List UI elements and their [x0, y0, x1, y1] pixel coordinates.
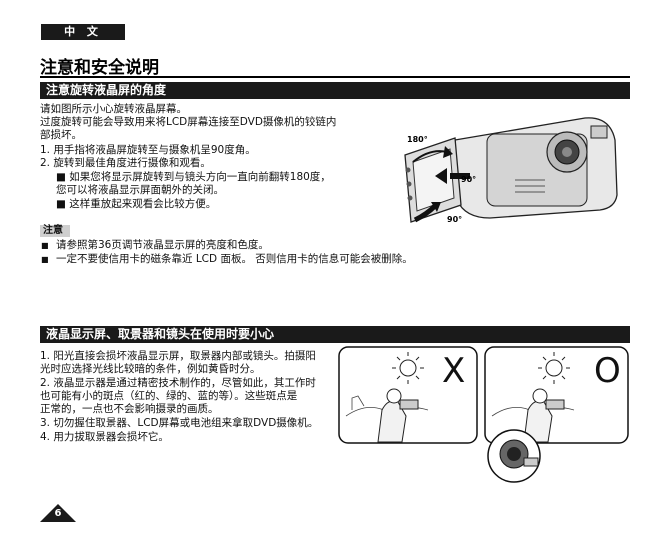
note-bullet-2: ■ — [41, 255, 49, 264]
note-item-1: 请参照第36页调节液晶显示屏的亮度和色度。 — [56, 239, 269, 251]
wrong-mark: X — [442, 351, 465, 391]
intro-line-1: 请如图所示小心旋转液晶屏幕。 — [40, 103, 187, 115]
page-number: 6 — [54, 508, 62, 519]
language-tab: 中 文 — [41, 24, 125, 40]
wrong-sun-illustration: X — [338, 346, 478, 444]
step-item-2: 2. 旋转到最佳角度进行摄像和观看。 — [40, 157, 211, 169]
angle-90-bottom-label: 90° — [447, 215, 462, 224]
note-label: 注意 — [40, 225, 70, 237]
intro-line-2: 过度旋转可能会导致用来将LCD屏幕连接至DVD摄像机的铰链内 — [40, 116, 337, 128]
care-item-2-cont-b: 正常的，一点也不会影响摄录的画质。 — [40, 403, 219, 415]
sub-item-2: ■ 这样重放起来观看会比较方便。 — [56, 198, 217, 210]
care-item-3: 3. 切勿握住取景器、LCD屏幕或电池组来拿取DVD摄像机。 — [40, 417, 319, 429]
camcorder-rotation-illustration: 180° 90° 90° — [404, 117, 618, 224]
care-item-1-cont: 光时应选择光线比较暗的条件，例如黄昏时分。 — [40, 363, 261, 375]
correct-sun-illustration: O — [484, 346, 629, 483]
care-item-4: 4. 用力拔取景器会损坏它。 — [40, 431, 169, 443]
note-item-2: 一定不要使信用卡的磁条靠近 LCD 面板。 否则信用卡的信息可能会被删除。 — [56, 253, 413, 265]
page-title: 注意和安全说明 — [40, 58, 159, 78]
step-item-1: 1. 用手指将液晶屏旋转至与摄象机呈90度角。 — [40, 144, 256, 156]
title-divider — [40, 76, 630, 78]
note-bullet-1: ■ — [41, 241, 49, 250]
angle-90-right-label: 90° — [461, 175, 476, 184]
section-heading-lcd-care: 液晶显示屏、取景器和镜头在使用时要小心 — [40, 326, 630, 343]
page-number-badge: 6 — [40, 504, 76, 522]
care-item-2-cont-a: 也可能有小的斑点（红的、绿的、蓝的等）。这些斑点是 — [40, 390, 298, 402]
angle-180-label: 180° — [407, 135, 428, 144]
sub-item-1-cont: 您可以将液晶显示屏面朝外的关闭。 — [56, 184, 224, 196]
section-heading-lcd-angle: 注意旋转液晶屏的角度 — [40, 82, 630, 99]
care-item-1: 1. 阳光直接会损坏液晶显示屏，取景器内部或镜头。拍摄阳 — [40, 350, 316, 362]
care-item-2: 2. 液晶显示器是通过精密技术制作的，尽管如此，其工作时 — [40, 377, 316, 389]
right-mark: O — [594, 351, 621, 391]
sub-item-1: ■ 如果您将显示屏旋转到与镜头方向一直向前翻转180度， — [56, 171, 331, 183]
intro-line-3: 部损坏。 — [40, 129, 82, 141]
